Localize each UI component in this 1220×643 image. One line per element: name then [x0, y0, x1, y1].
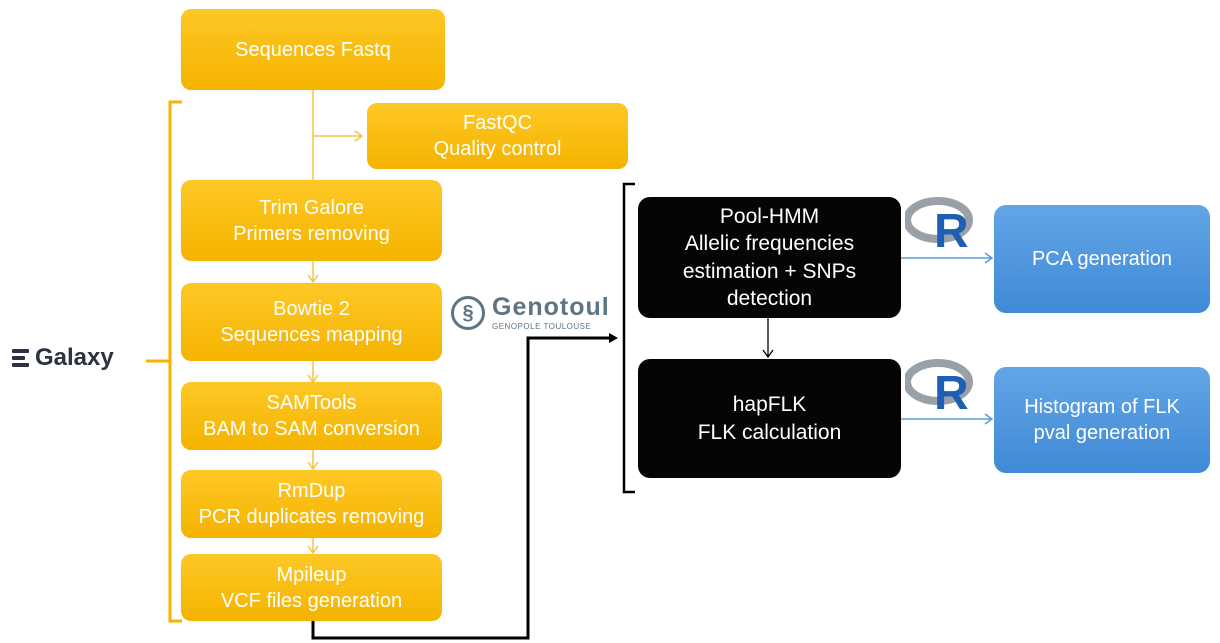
step-hapflk-desc: FLK calculation [697, 420, 842, 444]
step-rmdup-desc: PCR duplicates removing [198, 506, 425, 528]
r-logo-letter: R [934, 205, 969, 251]
step-fastqc-desc: Quality control [433, 138, 562, 160]
arrowhead-histogram [984, 413, 994, 425]
step-fastqc: FastQC Quality control [367, 103, 628, 169]
step-bowtie: Bowtie 2 Sequences mapping [181, 283, 442, 361]
genotoul-name: Genotoul [492, 293, 610, 321]
arrowhead-bowtie [307, 274, 319, 284]
arrowhead-pca [984, 252, 994, 264]
step-bowtie-title: Bowtie 2 [273, 298, 350, 320]
step-samtools-desc: BAM to SAM conversion [203, 418, 420, 440]
arrowhead-mpileup [307, 545, 319, 555]
step-poolhmm-desc-3: detection [726, 286, 813, 310]
output-pca-title: PCA generation [1031, 248, 1173, 270]
step-poolhmm-title: Pool-HMM [719, 204, 820, 228]
connector-mpileup-to-analysis [311, 336, 609, 640]
step-poolhmm-desc-2: estimation + SNPs [682, 259, 857, 283]
step-trim-desc: Primers removing [233, 222, 390, 245]
r-logo-icon: R [905, 359, 973, 413]
step-mpileup: Mpileup VCF files generation [181, 554, 442, 621]
output-histogram: Histogram of FLK pval generation [994, 367, 1210, 473]
arrowhead-fastqc [354, 130, 364, 142]
galaxy-icon [12, 349, 29, 367]
arrowhead-analysis [609, 333, 618, 343]
arrowhead-hapflk [762, 349, 774, 359]
galaxy-bracket [168, 100, 182, 623]
r-logo-letter: R [934, 367, 969, 413]
step-samtools-title: SAMTools [266, 392, 357, 414]
genotoul-icon: § [451, 296, 485, 330]
step-hapflk: hapFLK FLK calculation [638, 359, 901, 478]
step-samtools: SAMTools BAM to SAM conversion [181, 382, 442, 450]
step-rmdup: RmDup PCR duplicates removing [181, 470, 442, 538]
output-histogram-desc: pval generation [1033, 422, 1171, 444]
step-mpileup-desc: VCF files generation [220, 589, 403, 612]
arrowhead-rmdup [307, 461, 319, 471]
step-fastq: Sequences Fastq [181, 9, 445, 90]
step-trim-title: Trim Galore [259, 196, 364, 219]
genotoul-subtitle: GENOPOLE TOULOUSE [492, 322, 592, 331]
step-trim-galore: Trim Galore Primers removing [181, 180, 442, 261]
r-logo-icon: R [905, 197, 973, 251]
galaxy-label: Galaxy [35, 344, 114, 371]
analysis-bracket [622, 182, 635, 494]
galaxy-logo: Galaxy [12, 344, 114, 372]
step-fastq-title: Sequences Fastq [235, 38, 391, 61]
step-poolhmm-desc-1: Allelic frequencies [684, 232, 855, 256]
step-bowtie-desc: Sequences mapping [220, 324, 403, 346]
output-histogram-title: Histogram of FLK [1024, 396, 1180, 418]
step-pool-hmm: Pool-HMM Allelic frequencies estimation … [638, 197, 901, 318]
step-fastqc-title: FastQC [463, 112, 532, 134]
step-mpileup-title: Mpileup [276, 563, 347, 586]
genotoul-logo: § Genotoul GENOPOLE TOULOUSE [451, 295, 610, 331]
output-pca: PCA generation [994, 205, 1210, 313]
step-hapflk-title: hapFLK [732, 393, 807, 417]
step-rmdup-title: RmDup [277, 480, 346, 502]
